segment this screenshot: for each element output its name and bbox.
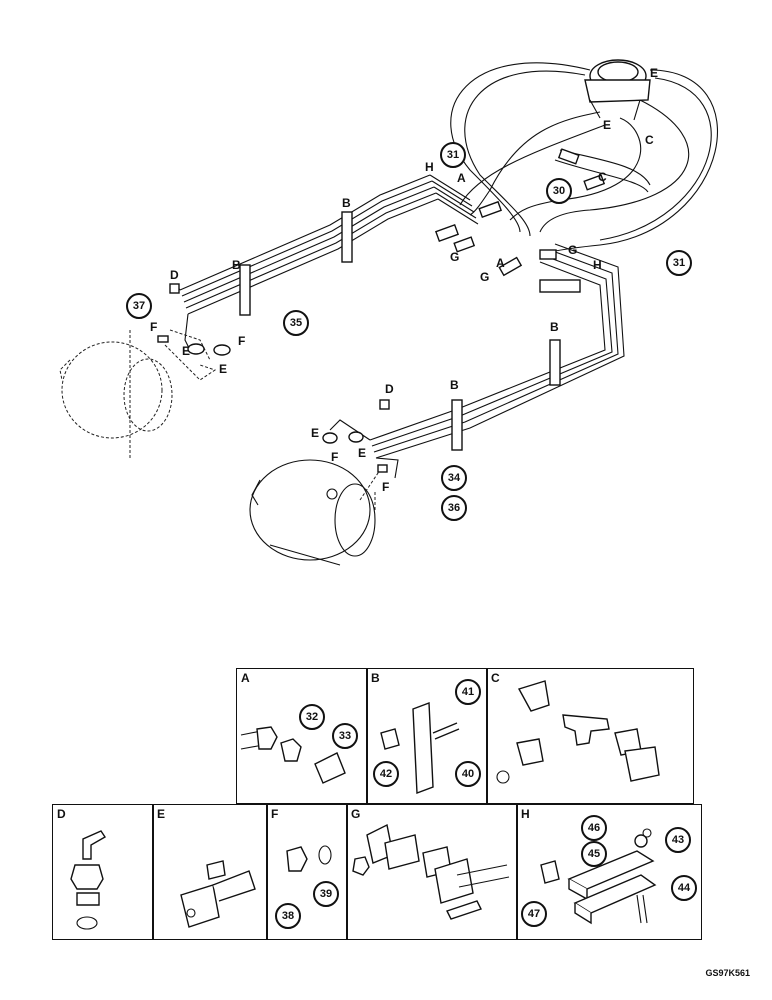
- control-valve-illustration: [584, 59, 651, 121]
- label-g: G: [568, 243, 578, 257]
- panel-letter: H: [521, 807, 530, 821]
- elbow-d-illustration: [70, 830, 106, 930]
- panel-letter: E: [157, 807, 166, 821]
- flexible-hoses: [450, 62, 718, 253]
- panel-letter: G: [351, 807, 361, 821]
- panel-letter: D: [57, 807, 66, 821]
- label-e: E: [603, 118, 612, 132]
- callout-34: 34: [441, 465, 467, 491]
- label-b: B: [550, 320, 559, 334]
- label-g: G: [480, 270, 490, 284]
- label-b: B: [342, 196, 351, 210]
- label-f: F: [238, 334, 246, 348]
- junction-fittings: [434, 148, 606, 277]
- callout-42: 42: [373, 761, 399, 787]
- tee-fitting-c-illustration: [496, 680, 660, 784]
- callout-41: 41: [455, 679, 481, 705]
- label-c: C: [598, 170, 607, 184]
- callout-40: 40: [455, 761, 481, 787]
- fitting-f-illustration: [286, 845, 332, 872]
- detail-panel-h: H 46 45 43 47 44: [516, 804, 702, 940]
- drawing-code: GS97K561: [705, 968, 750, 978]
- callout-43: 43: [665, 827, 691, 853]
- detail-panel-a: A 32 33: [236, 668, 368, 804]
- label-f: F: [150, 320, 158, 334]
- hydraulic-motor-left: [59, 329, 211, 460]
- detail-panel-e: E: [152, 804, 268, 940]
- callout-32: 32: [299, 704, 325, 730]
- callout-31-upper: 31: [440, 142, 466, 168]
- fitting-a-illustration: [240, 726, 346, 784]
- label-e: E: [358, 446, 367, 460]
- callout-39: 39: [313, 881, 339, 907]
- detail-panel-c: C: [486, 668, 694, 804]
- label-g: G: [450, 250, 460, 264]
- detail-panel-d: D: [52, 804, 154, 940]
- detail-panel-g: G: [346, 804, 518, 940]
- label-d: D: [170, 268, 179, 282]
- label-b: B: [450, 378, 459, 392]
- clamp-b-illustration: [380, 702, 460, 794]
- hydraulic-motor-right: [249, 459, 381, 566]
- label-c: C: [645, 133, 654, 147]
- panel-letter: B: [371, 671, 380, 685]
- label-e: E: [311, 426, 320, 440]
- label-f: F: [331, 450, 339, 464]
- flange-g-illustration: [352, 823, 510, 920]
- label-f: F: [382, 480, 390, 494]
- main-assembly-drawing: [59, 59, 718, 566]
- label-a: A: [457, 171, 466, 185]
- clamp-h-illustration: [540, 828, 657, 925]
- detail-panel-b: B 41 42 40: [366, 668, 488, 804]
- callout-47: 47: [521, 901, 547, 927]
- callout-46: 46: [581, 815, 607, 841]
- callout-45: 45: [581, 841, 607, 867]
- panel-letter: C: [491, 671, 500, 685]
- rigid-pipes-right: [329, 243, 625, 479]
- flange-e-illustration: [180, 860, 256, 928]
- callout-44: 44: [671, 875, 697, 901]
- label-a: A: [496, 256, 505, 270]
- callout-37: 37: [126, 293, 152, 319]
- label-e: E: [182, 344, 191, 358]
- label-d: D: [385, 382, 394, 396]
- left-fittings: [157, 283, 231, 381]
- callout-35: 35: [283, 310, 309, 336]
- label-e: E: [219, 362, 228, 376]
- callout-31-right: 31: [666, 250, 692, 276]
- callout-30: 30: [546, 178, 572, 204]
- panel-letter: F: [271, 807, 279, 821]
- label-e: E: [650, 66, 659, 80]
- callout-38: 38: [275, 903, 301, 929]
- detail-panel-f: F 38 39: [266, 804, 348, 940]
- label-h: H: [593, 258, 602, 272]
- callout-36: 36: [441, 495, 467, 521]
- right-fittings: [322, 399, 390, 473]
- callout-33: 33: [332, 723, 358, 749]
- panel-letter: A: [241, 671, 250, 685]
- rigid-pipes-left: [175, 174, 479, 351]
- label-h: H: [425, 160, 434, 174]
- label-b: B: [232, 258, 241, 272]
